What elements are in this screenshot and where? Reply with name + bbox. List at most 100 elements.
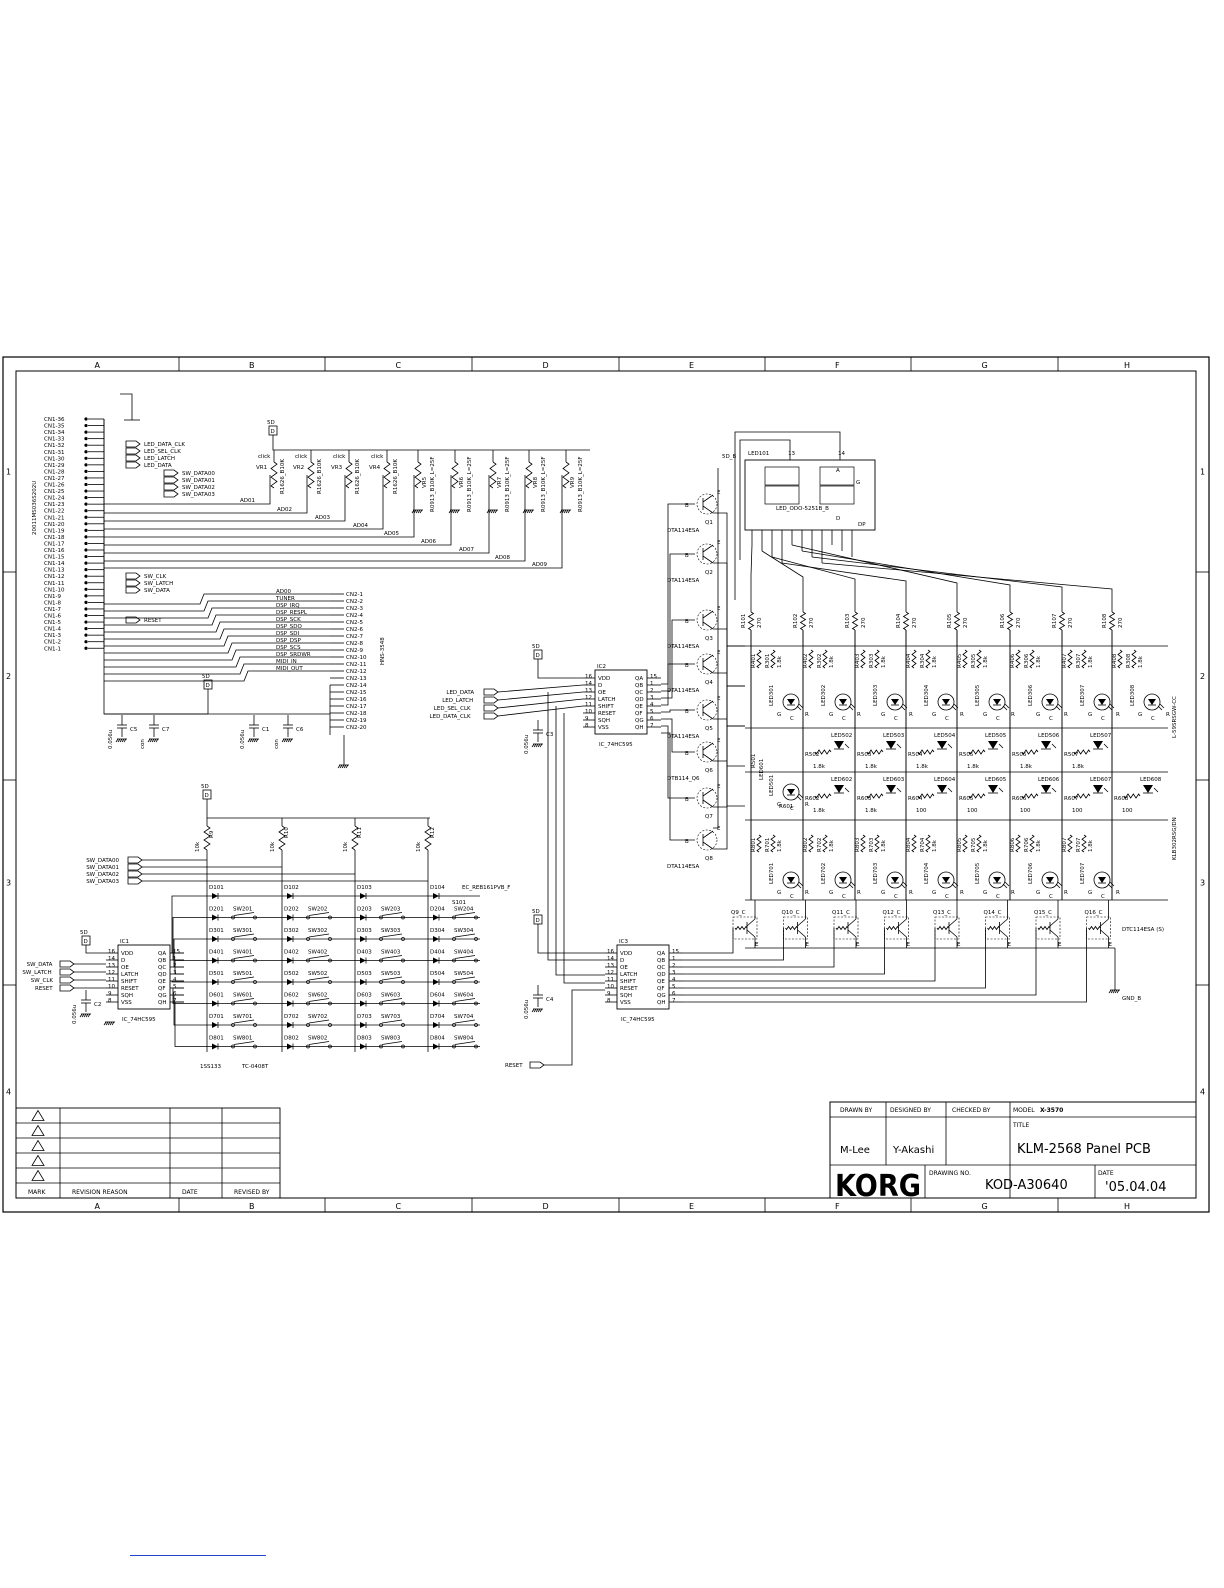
- gnd-hatch: [103, 1021, 107, 1026]
- led-row2-resistor: [1021, 749, 1039, 755]
- switch-ref: SW403: [381, 950, 401, 956]
- gnd-hatch: [486, 509, 490, 514]
- switch-lever: [233, 912, 255, 916]
- led-pin: G: [1088, 890, 1092, 896]
- cn2-signal-wire: [104, 649, 330, 661]
- led-pin: R: [1064, 712, 1068, 718]
- led-ref: LED603: [883, 777, 905, 783]
- cn2-signal-wire: [104, 628, 330, 640]
- cap-ref: C4: [546, 997, 554, 1003]
- led-res-value: 1.8k: [881, 839, 887, 852]
- drawn-by-label: DRAWN BY: [840, 1107, 872, 1114]
- led-series-resistor: [808, 834, 814, 853]
- led-row2-res: R504: [908, 752, 923, 758]
- gnd-hatch: [83, 1013, 87, 1018]
- ic2-to-driver-wire: [661, 732, 695, 841]
- led-body: [1041, 693, 1059, 711]
- led-pin: R: [1116, 890, 1120, 896]
- switch-contact: [452, 1044, 456, 1049]
- led-pin: C: [790, 806, 794, 812]
- pot-resistor: [345, 461, 353, 489]
- led-row3-resistor: [866, 793, 884, 799]
- port-flag: [529, 1061, 545, 1069]
- pot-part: R1626_B10K: [280, 459, 286, 494]
- sink-ref: Q11_C: [832, 910, 850, 916]
- ic3-to-sink: [683, 928, 936, 982]
- gnd-hatch: [81, 1013, 85, 1018]
- col-res-ref: R108: [1102, 613, 1108, 628]
- gnd-hatch: [151, 738, 155, 743]
- led-arrow: [839, 877, 847, 883]
- transistor-lead: [702, 494, 714, 503]
- pullup-value: 10k: [416, 841, 422, 852]
- cn2-signal-label: DSP_SDO: [276, 624, 303, 630]
- ic-pin-num: 5: [672, 984, 676, 990]
- switch-ref: SW201: [233, 907, 252, 913]
- cn1-pin-label: CN1-23: [44, 502, 65, 508]
- led-row2-res: R507: [1064, 752, 1079, 758]
- ic-pin-name: QH: [657, 1000, 665, 1006]
- gnd-b-label: GND_B: [1122, 996, 1141, 1002]
- led-row2-res: R505: [959, 752, 974, 758]
- gnd-hatch: [253, 738, 257, 743]
- sink-outline: [732, 916, 758, 940]
- reset-wire: [544, 989, 605, 1066]
- led-ref: LED606: [1038, 777, 1060, 783]
- gnd-hatch: [565, 509, 569, 514]
- col-resistor: [851, 611, 859, 631]
- transistor-outline: [696, 493, 718, 515]
- port-label: RESET: [144, 618, 162, 624]
- cap-ref: C3: [546, 732, 554, 738]
- ad-net-label: AD06: [421, 539, 436, 545]
- port-label: SW_DATA00: [182, 471, 215, 477]
- led-res-value: 1.8k: [881, 655, 887, 668]
- led-ray: [998, 743, 1004, 749]
- gnd-hatch: [411, 509, 415, 514]
- diode-symbol: [212, 979, 218, 985]
- ad-net-wire: [104, 475, 490, 554]
- cn2-signal-wire: [104, 656, 330, 668]
- ic-ref: IC3: [619, 939, 628, 945]
- led-pin: C: [1049, 894, 1053, 900]
- port-sw_data00: SW_DATA00: [163, 469, 215, 477]
- gnd-hatch: [1114, 989, 1118, 994]
- transistor-pin: E: [717, 606, 721, 612]
- ad-net-label: AD01: [240, 498, 255, 504]
- led-ray: [1057, 881, 1063, 887]
- cn1-pin-label: CN1-2: [44, 640, 61, 646]
- cn1-pin-dot: [84, 456, 88, 460]
- cn1-pin-label: CN1-8: [44, 600, 61, 606]
- zone-col-bottom-D: D: [543, 1202, 549, 1211]
- gnd-hatch: [535, 1008, 539, 1013]
- ic-pin-name: QE: [635, 704, 643, 710]
- switch-contact: [231, 1001, 235, 1006]
- led-pin: C: [945, 716, 949, 722]
- cn2-signal-label: MIDI_IN: [276, 659, 297, 665]
- pullup-value: 10k: [343, 841, 349, 852]
- cn2-signal-wire: [104, 600, 330, 612]
- pot-part: R0913_B10K_L=25F: [467, 456, 473, 512]
- led-body: [1093, 693, 1111, 711]
- port-label: SW_CLK: [144, 574, 167, 580]
- switch-ref: SW402: [308, 950, 327, 956]
- port-flag: [163, 476, 179, 484]
- switch-contact: [328, 1001, 332, 1006]
- led-pin: R: [909, 712, 913, 718]
- cn1-pin-label: CN1-34: [44, 430, 65, 436]
- sink-ref: Q9_C: [731, 910, 746, 916]
- port-flag: [127, 877, 143, 885]
- supply-label: 5D: [267, 420, 275, 426]
- switch-contact: [452, 1023, 456, 1027]
- led-res-ref: R307: [1076, 653, 1082, 668]
- switch-contact: [401, 1023, 405, 1027]
- cn1-pin-dot: [84, 450, 88, 454]
- sink-base-res: [936, 925, 950, 931]
- display-common-a: [739, 439, 791, 560]
- gnd-hatch: [452, 509, 456, 514]
- switch-contact: [452, 958, 456, 963]
- ic3-to-sink: [683, 928, 835, 968]
- sink-lead: [847, 918, 857, 927]
